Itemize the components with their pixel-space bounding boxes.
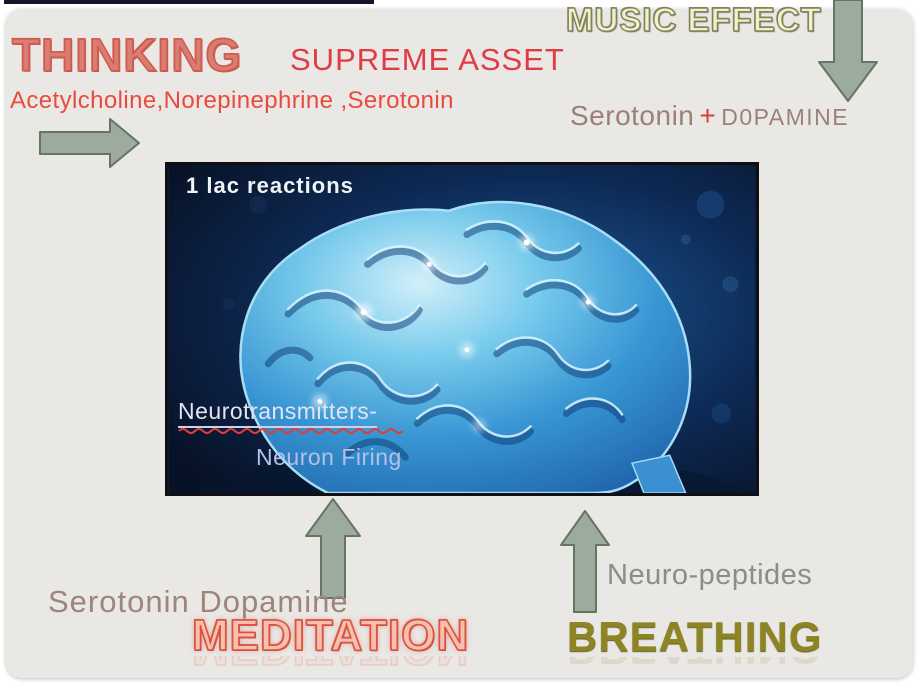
brain-illustration — [168, 165, 756, 493]
breathing-title: BREATHING — [567, 613, 823, 660]
music-effect-title: MUSIC EFFECT — [565, 0, 822, 38]
neurotransmitters-label: Neurotransmitters- — [178, 398, 378, 428]
dopamine-text: D0PAMINE — [721, 104, 850, 130]
supreme-asset-title: SUPREME ASSET — [290, 42, 565, 77]
top-edge-bar — [4, 0, 374, 4]
spellcheck-squiggle-icon — [178, 428, 404, 434]
brain-figure: 1 lac reactions Neurotransmitters- Neuro… — [165, 162, 759, 496]
serotonin-text: Serotonin — [570, 100, 695, 131]
neurotransmitter-list-text: Acetylcholine,Norepinephrine ,Serotonin — [10, 87, 454, 114]
meditation-title-reflection: MEDITATION — [192, 656, 469, 674]
up-arrow-breathing-icon — [560, 510, 610, 613]
up-arrow-meditation-icon — [305, 498, 361, 599]
right-arrow-icon — [39, 118, 140, 168]
sparkle-highlights — [311, 234, 596, 433]
lac-reactions-label: 1 lac reactions — [186, 173, 354, 198]
meditation-title: MEDITATION — [191, 610, 470, 661]
serotonin-dopamine-result: Serotonin+D0PAMINE — [570, 100, 849, 132]
down-arrow-icon — [818, 0, 878, 102]
plus-sign: + — [699, 100, 717, 131]
neuro-peptides-label: Neuro-peptides — [607, 559, 813, 591]
thinking-title: THINKING — [11, 28, 243, 82]
neuron-firing-label: Neuron Firing — [256, 444, 402, 470]
breathing-title-reflection: BREATHING — [567, 657, 823, 673]
serotonin-dopamine-label: Serotonin Dopamine — [48, 584, 349, 619]
